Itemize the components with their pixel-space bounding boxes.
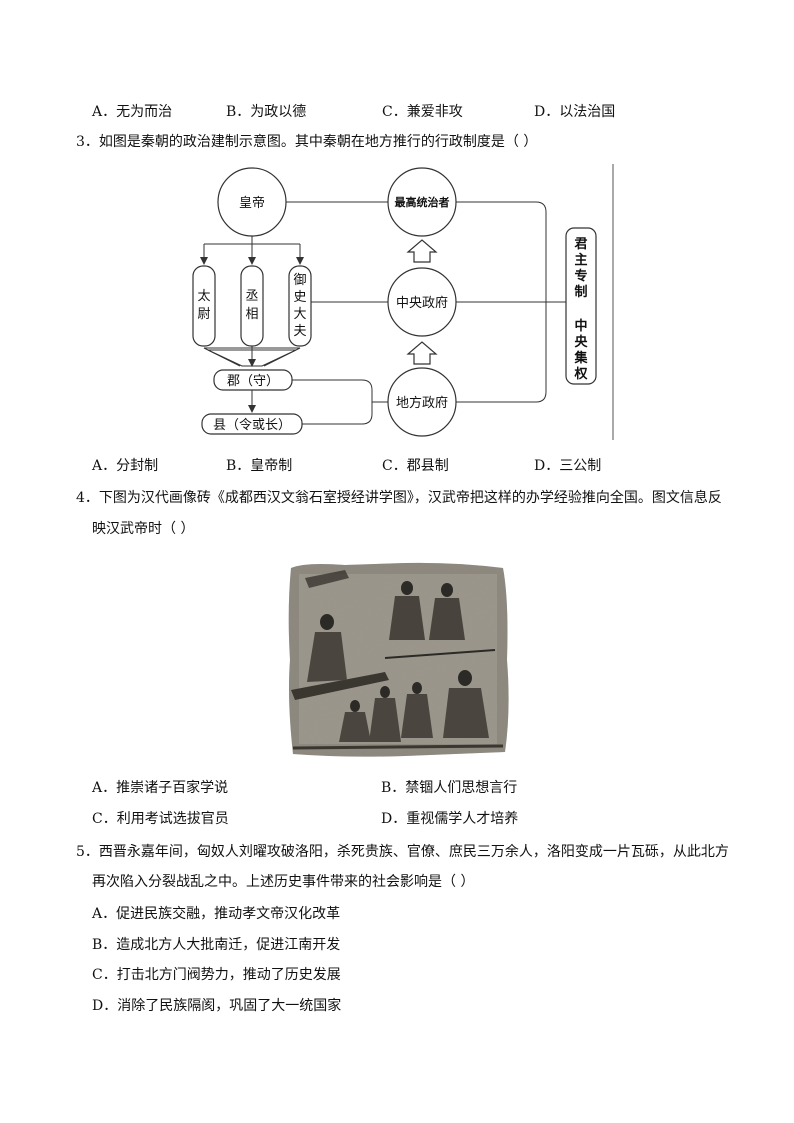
- q5-stem-line-1: 5．西晋永嘉年间，匈奴人刘曜攻破洛阳，杀死贵族、官僚、庶民三万余人，洛阳变成一片…: [76, 844, 729, 860]
- side-bottom-char-2: 央: [574, 334, 588, 350]
- q4-option-a: A．推崇诸子百家学说: [92, 780, 229, 796]
- chengxiang-box: [240, 265, 264, 347]
- q2-option-c: C．兼爱非攻: [382, 104, 463, 120]
- q5-stem-line-2: 再次陷入分裂战乱之中。上述历史事件带来的社会影响是（ ）: [92, 874, 475, 890]
- yushi-char-1: 御: [293, 273, 306, 288]
- q4-option-d: D．重视儒学人才培养: [381, 811, 519, 827]
- q4-stem-line-2: 映汉武帝时（ ）: [92, 521, 195, 537]
- taiwei-box: [192, 265, 216, 347]
- taiwei-char-1: 太: [197, 289, 210, 304]
- up-arrow-2: [406, 341, 438, 365]
- side-top-char-2: 主: [574, 252, 587, 268]
- yushi-box: [288, 265, 312, 347]
- taiwei-char-2: 尉: [197, 307, 210, 322]
- local-government-label: 地方政府: [396, 395, 448, 411]
- qin-political-system-diagram: 皇帝 太 尉 丞 相 御 史 大 夫 郡（守） 县（令或长） 最高统治者 中央政…: [192, 164, 614, 440]
- q5-option-d: D．消除了民族隔阂，巩固了大一统国家: [92, 998, 342, 1014]
- q2-option-d: D．以法治国: [534, 104, 616, 120]
- side-top-char-3: 专: [574, 268, 587, 284]
- yushi-char-4: 夫: [293, 324, 306, 339]
- q3-option-a: A．分封制: [92, 458, 159, 474]
- chengxiang-char-2: 相: [245, 307, 258, 322]
- q5-option-c: C．打击北方门阀势力，推动了历史发展: [92, 967, 341, 983]
- q4-option-c: C．利用考试选拔官员: [92, 811, 229, 827]
- q3-option-b: B．皇帝制: [226, 458, 293, 474]
- q3-stem: 3．如图是秦朝的政治建制示意图。其中秦朝在地方推行的行政制度是（ ）: [76, 134, 538, 150]
- q4-stem-line-1: 4．下图为汉代画像砖《成都西汉文翁石室授经讲学图》，汉武帝把这样的办学经验推向全…: [76, 490, 722, 506]
- yushi-char-3: 大: [293, 307, 306, 322]
- side-label-box: [565, 227, 597, 385]
- q5-option-b: B．造成北方人大批南迁，促进江南开发: [92, 937, 341, 953]
- side-bottom-char-1: 中: [574, 318, 587, 334]
- q3-option-d: D．三公制: [534, 458, 602, 474]
- q3-option-c: C．郡县制: [382, 458, 449, 474]
- yushi-char-2: 史: [293, 290, 306, 305]
- han-brick-relief-image: [288, 562, 509, 757]
- side-top-char-1: 君: [574, 237, 587, 252]
- side-bottom-char-4: 权: [573, 366, 588, 382]
- side-top-char-4: 制: [574, 284, 587, 300]
- jun-label: 郡（守）: [227, 374, 279, 389]
- central-government-label: 中央政府: [396, 296, 448, 311]
- q2-option-b: B．为政以德: [226, 104, 307, 120]
- chengxiang-char-1: 丞: [245, 289, 258, 304]
- q4-option-b: B．禁锢人们思想言行: [381, 780, 518, 796]
- q2-option-a: A．无为而治: [92, 104, 173, 120]
- q5-option-a: A．促进民族交融，推动孝文帝汉化改革: [92, 906, 341, 922]
- up-arrow-1: [406, 239, 438, 263]
- emperor-label: 皇帝: [239, 195, 265, 211]
- xian-label: 县（令或长）: [213, 418, 291, 433]
- side-bottom-char-3: 集: [573, 350, 588, 366]
- supreme-ruler-label: 最高统治者: [395, 195, 450, 209]
